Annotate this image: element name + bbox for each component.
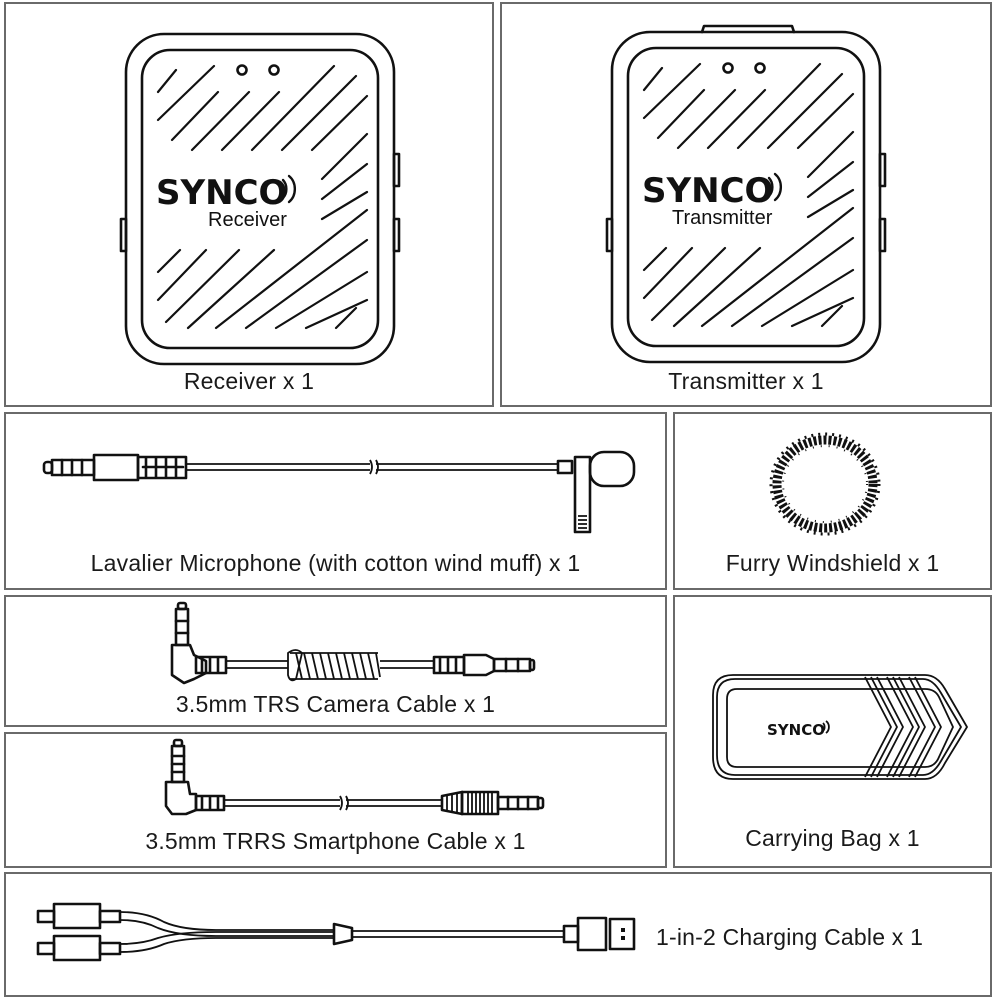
- lavalier-panel: Lavalier Microphone (with cotton wind mu…: [4, 412, 667, 590]
- transmitter-brand-logo: SYNCO: [642, 171, 773, 211]
- receiver-device-icon: SYNCO Receiver: [119, 32, 401, 366]
- lavalier-microphone-icon: [42, 450, 636, 534]
- lavalier-caption: Lavalier Microphone (with cotton wind mu…: [90, 550, 581, 576]
- windshield-panel: Furry Windshield x 1: [673, 412, 992, 590]
- furry-windshield-icon: [769, 432, 881, 536]
- transmitter-caption: Transmitter x 1: [668, 368, 824, 394]
- transmitter-device-icon: SYNCO Transmitter: [605, 24, 887, 364]
- transmitter-device-label: Transmitter: [672, 207, 773, 229]
- charging-cable-panel: 1-in-2 Charging Cable x 1: [4, 872, 992, 997]
- trrs-cable-panel: 3.5mm TRRS Smartphone Cable x 1: [4, 732, 667, 868]
- bag-panel: SYNCO Carrying Bag x 1: [673, 595, 992, 868]
- receiver-caption: Receiver x 1: [183, 368, 315, 394]
- transmitter-panel: SYNCO Transmitter Transmitter x 1: [500, 2, 992, 407]
- windshield-caption: Furry Windshield x 1: [725, 550, 940, 576]
- trs-cable-caption: 3.5mm TRS Camera Cable x 1: [175, 691, 496, 717]
- trrs-cable-icon: [164, 738, 545, 816]
- usb-splitter-cable-icon: [36, 902, 636, 962]
- trs-coiled-cable-icon: [170, 601, 536, 685]
- carrying-bag-icon: SYNCO: [712, 674, 968, 780]
- trrs-cable-caption: 3.5mm TRRS Smartphone Cable x 1: [145, 828, 526, 854]
- receiver-device-label: Receiver: [208, 209, 287, 231]
- receiver-brand-logo: SYNCO: [156, 173, 287, 213]
- bag-caption: Carrying Bag x 1: [745, 825, 920, 851]
- trs-cable-panel: 3.5mm TRS Camera Cable x 1: [4, 595, 667, 727]
- charging-cable-caption: 1-in-2 Charging Cable x 1: [656, 924, 924, 950]
- bag-brand-logo: SYNCO: [767, 721, 825, 739]
- receiver-panel: SYNCO Receiver Receiver x 1: [4, 2, 494, 407]
